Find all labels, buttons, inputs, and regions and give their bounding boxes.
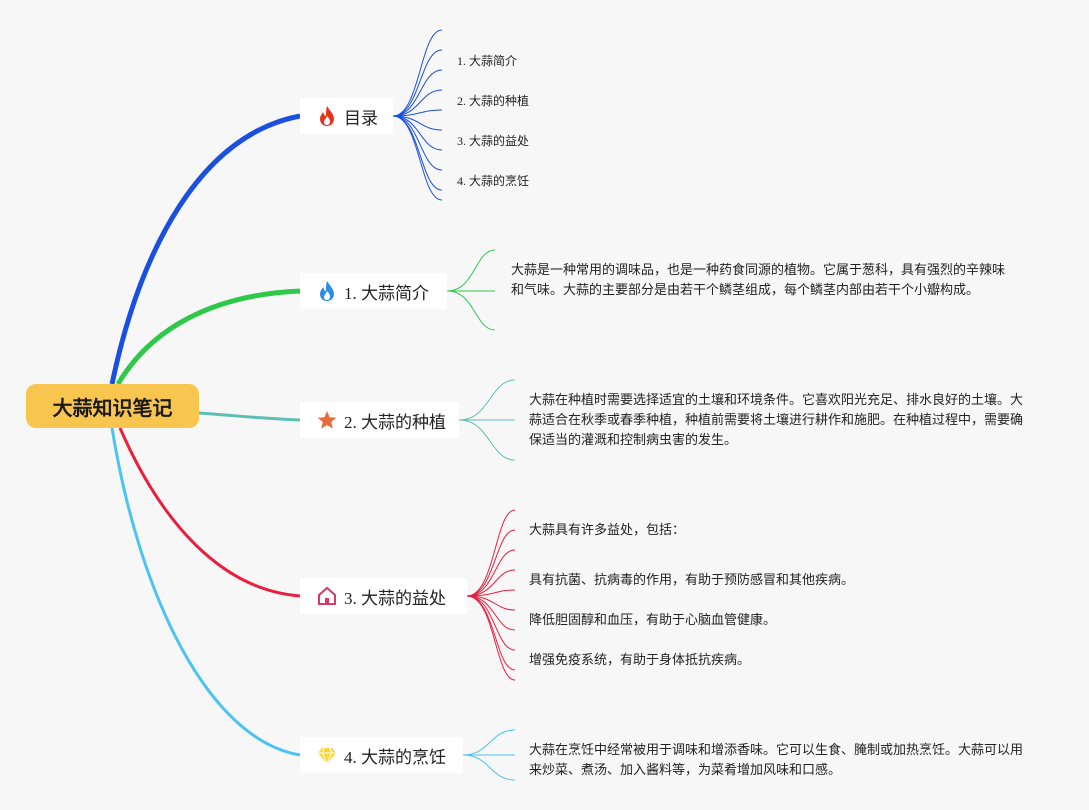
planting-text: 大蒜在种植时需要选择适宜的土壤和环境条件。它喜欢阳光充足、排水良好的土壤。大蒜适…: [529, 393, 1024, 448]
branch-cooking-label: 4. 大蒜的烹饪: [344, 747, 446, 767]
house-icon: [316, 585, 338, 607]
benefits-item-2: 具有抗菌、抗病毒的作用，有助于预防感冒和其他疾病。: [529, 573, 855, 588]
root-to-benefits-line: [118, 427, 301, 598]
root-node[interactable]: 大蒜知识笔记: [26, 384, 199, 428]
branch-toc-label: 目录: [344, 108, 378, 129]
benefits-item-1: 大蒜具有许多益处，包括：: [529, 523, 686, 538]
branch-benefits[interactable]: 3. 大蒜的益处: [300, 578, 467, 614]
branch-intro[interactable]: 1. 大蒜简介: [300, 273, 447, 309]
benefits-fan: [466, 509, 516, 681]
toc-fan: [392, 29, 443, 201]
intro-text: 大蒜是一种常用的调味品，也是一种药食同源的植物。它属于葱科，具有强烈的辛辣味和气…: [511, 263, 1006, 298]
benefits-item-4: 增强免疫系统，有助于身体抵抗疾病。: [529, 653, 751, 668]
root-to-cooking-line: [110, 427, 301, 757]
intro-fan: [446, 249, 496, 331]
branch-planting[interactable]: 2. 大蒜的种植: [300, 402, 459, 438]
toc-item-4[interactable]: 4. 大蒜的烹饪: [457, 174, 530, 188]
branch-benefits-label: 3. 大蒜的益处: [344, 588, 446, 608]
root-title: 大蒜知识笔记: [52, 395, 173, 420]
branch-toc[interactable]: 目录: [300, 98, 393, 134]
planting-fan: [458, 379, 516, 461]
cooking-text: 大蒜在烹饪中经常被用于调味和增添香味。它可以生食、腌制或加热烹饪。大蒜可以用来炒…: [529, 743, 1024, 778]
benefits-item-3: 降低胆固醇和血压，有助于心脑血管健康。: [529, 613, 777, 628]
branch-planting-label: 2. 大蒜的种植: [344, 412, 446, 432]
root-to-toc-line: [109, 113, 301, 385]
diamond-icon: [316, 744, 338, 766]
fire-red-icon: [316, 105, 338, 127]
branch-intro-label: 1. 大蒜简介: [344, 283, 429, 303]
star-icon: [316, 409, 338, 431]
cooking-fan: [462, 729, 516, 781]
toc-item-1[interactable]: 1. 大蒜简介: [457, 54, 518, 68]
root-to-planting-line: [198, 411, 301, 422]
fire-blue-icon: [316, 280, 338, 302]
toc-item-3[interactable]: 3. 大蒜的益处: [457, 134, 530, 148]
toc-item-2[interactable]: 2. 大蒜的种植: [457, 94, 530, 108]
root-to-intro-line: [115, 288, 301, 386]
branch-cooking[interactable]: 4. 大蒜的烹饪: [300, 737, 463, 773]
